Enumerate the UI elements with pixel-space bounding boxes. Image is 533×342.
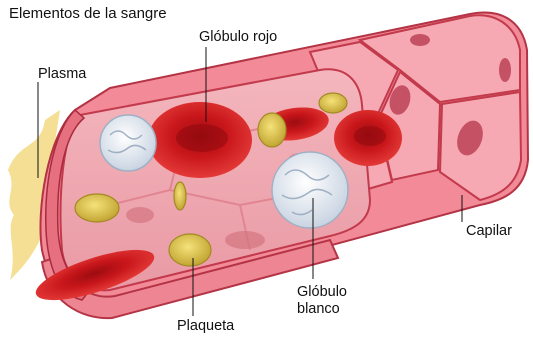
label-capillary: Capilar xyxy=(466,223,512,240)
label-white-cell-line1: Glóbulo xyxy=(297,284,347,301)
label-red-cell: Glóbulo rojo xyxy=(199,29,277,46)
diagram-title: Elementos de la sangre xyxy=(9,5,167,22)
label-plasma: Plasma xyxy=(38,66,86,83)
label-white-cell: Glóbulo blanco xyxy=(297,284,347,318)
label-platelet: Plaqueta xyxy=(177,318,234,335)
label-white-cell-line2: blanco xyxy=(297,301,347,318)
